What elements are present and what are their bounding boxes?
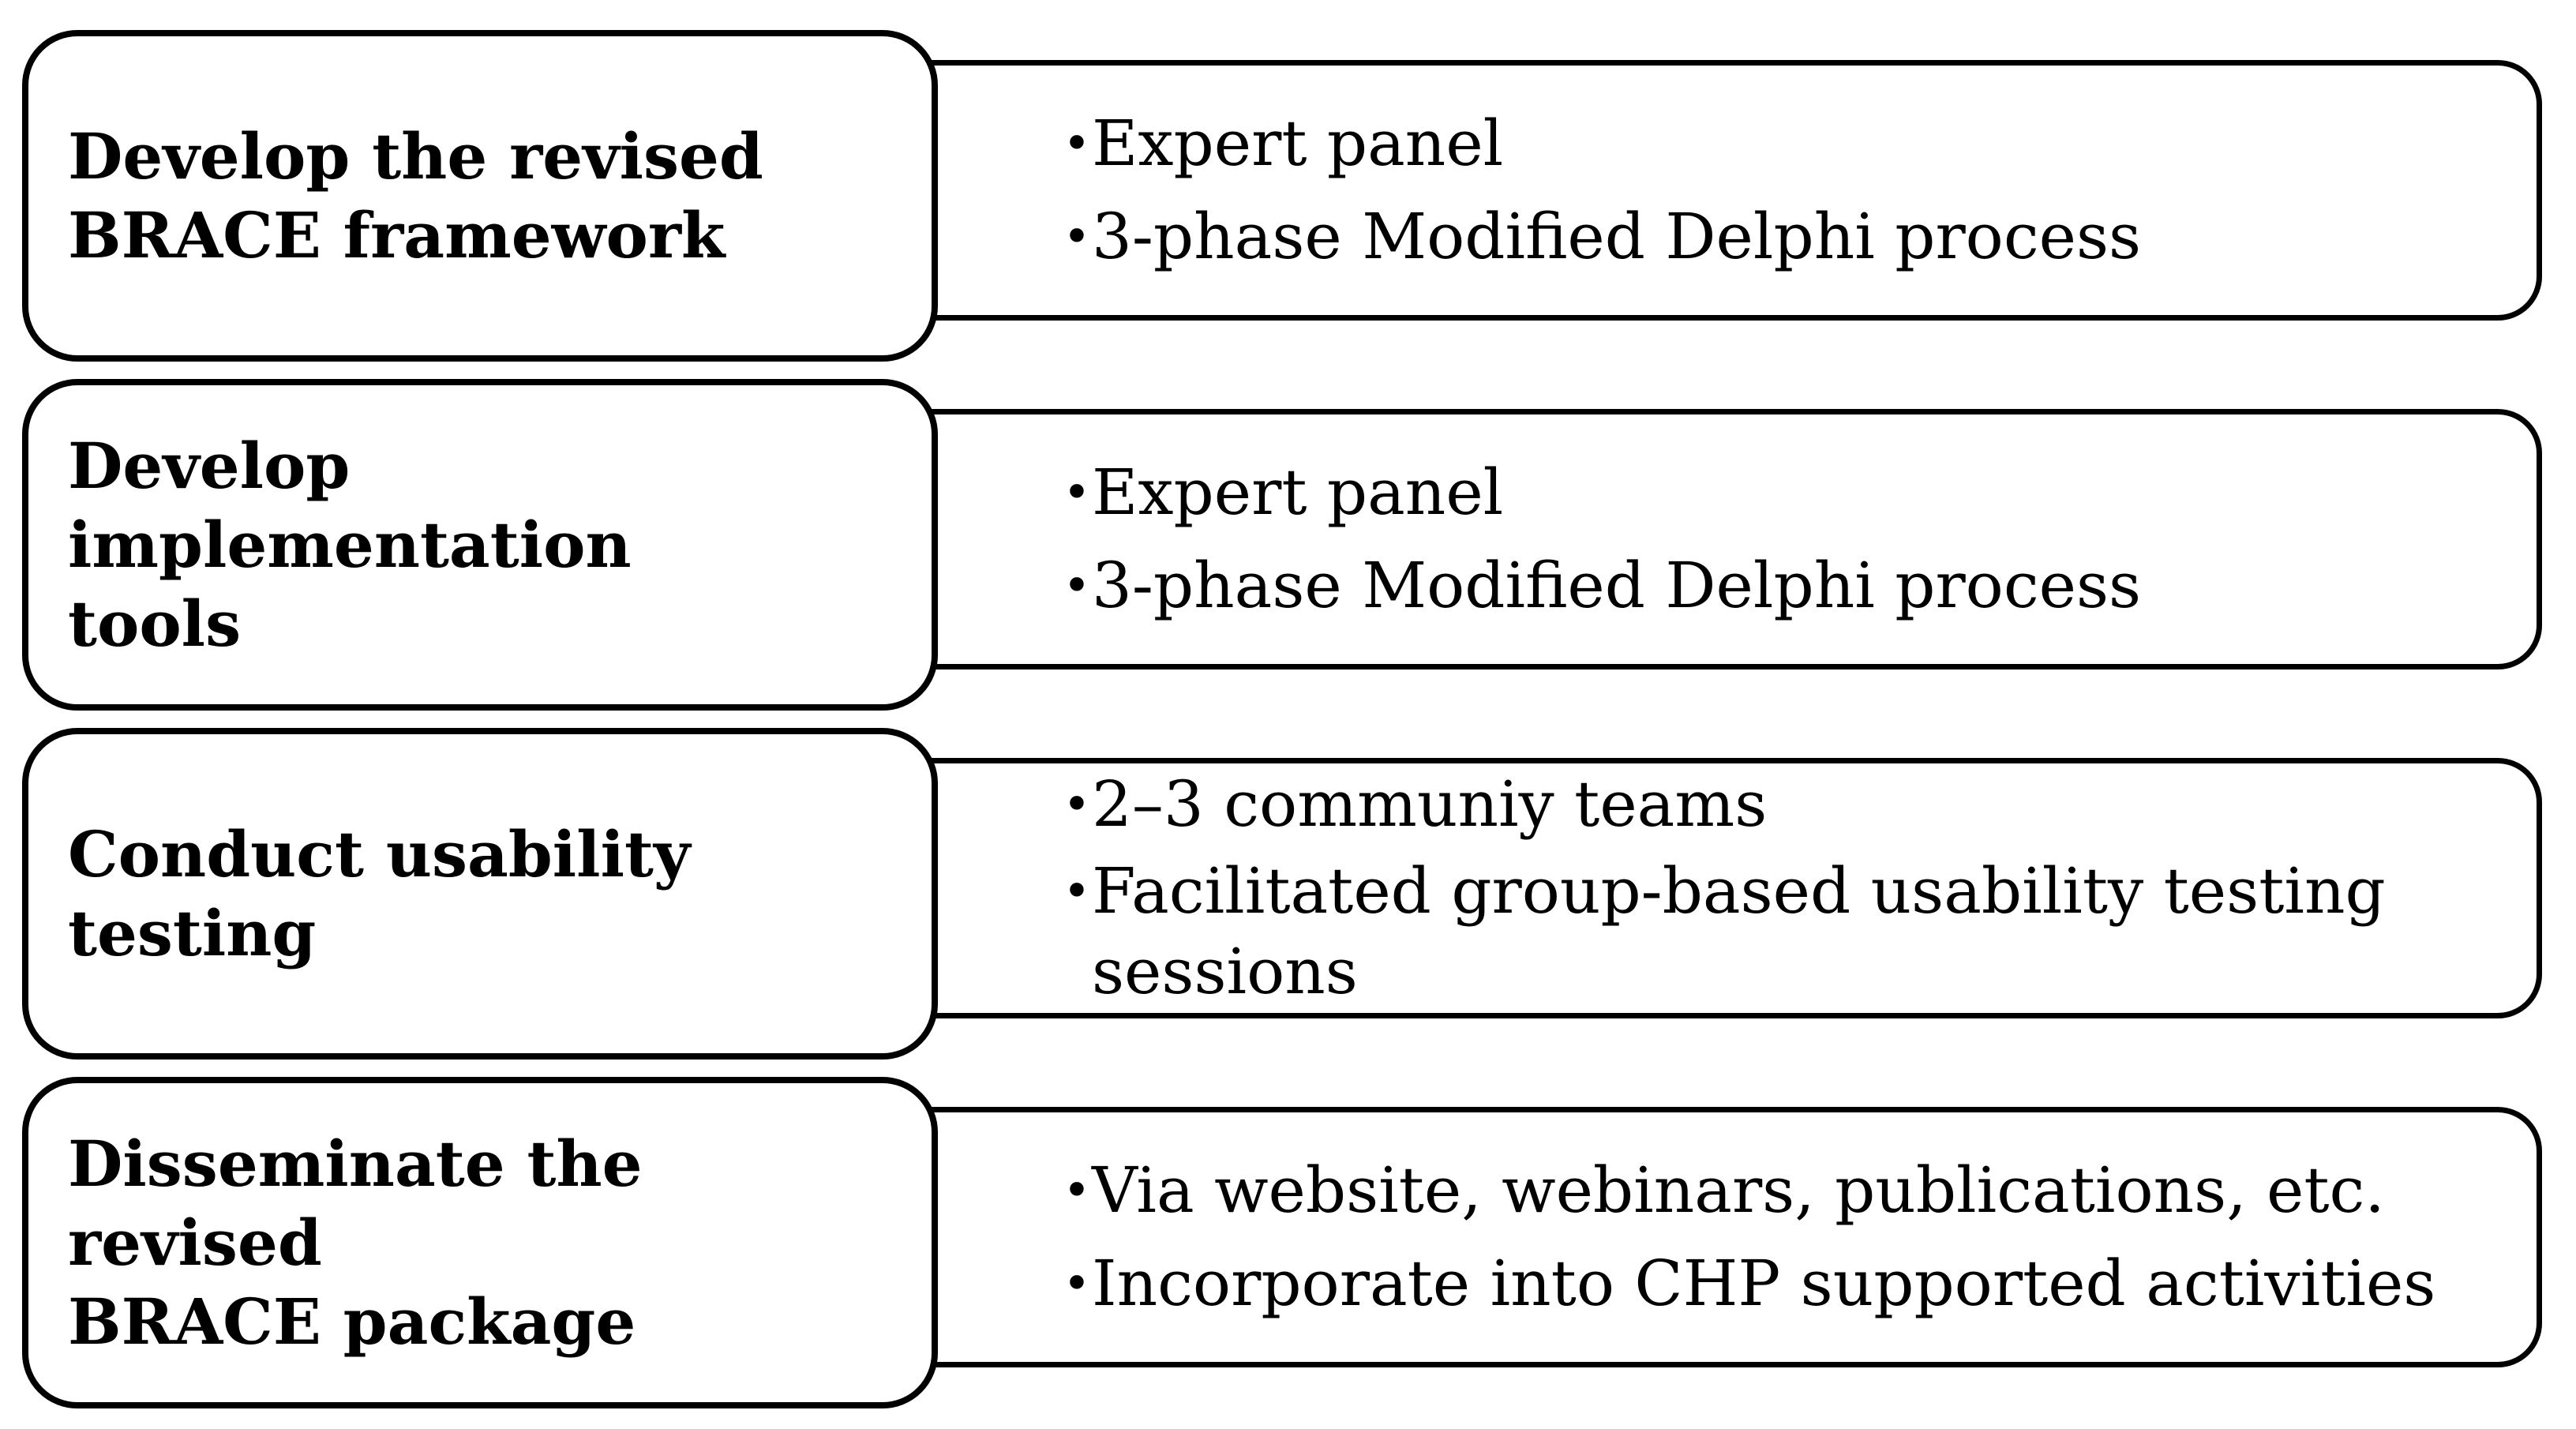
bullet-text: 3-phase Modified Delphi process [1092,200,2142,273]
bullet-icon: • [1063,1163,1091,1218]
bullet-text: Expert panel [1092,456,1504,529]
step-bullets-1: • Expert panel • 3-phase Modified Delphi… [1062,60,2507,321]
step-bullets-2: • Expert panel • 3-phase Modified Delphi… [1062,409,2507,669]
bullet-icon: • [1063,209,1091,264]
bullet-item: • Facilitated group-based usability test… [1062,851,2507,1012]
step-details-box-3 [868,758,2542,1018]
bullet-item: • 3-phase Modified Delphi process [1062,546,2507,626]
step-bullets-4: • Via website, webinars, publications, e… [1062,1107,2507,1367]
bullet-text: 2–3 communiy teams [1092,767,1768,841]
step-row-3: Conduct usability testing • 2–3 communiy… [0,728,2576,1060]
step-box-1: Develop the revised BRACE framework [22,30,938,362]
step-details-box-4 [868,1107,2542,1367]
step-box-2: Develop implementation tools [22,379,938,711]
bullet-text: Expert panel [1092,107,1504,180]
bullet-item: • Incorporate into CHP supported activit… [1062,1243,2507,1324]
bullet-item: • Expert panel [1062,452,2507,533]
step-bullets-3: • 2–3 communiy teams • Facilitated group… [1062,758,2507,1018]
bullet-item: • Via website, webinars, publications, e… [1062,1150,2507,1231]
step-row-2: Develop implementation tools • Expert pa… [0,379,2576,711]
bullet-item: • Expert panel [1062,103,2507,184]
bullet-icon: • [1063,1256,1091,1311]
step-box-4: Disseminate the revised BRACE package [22,1077,938,1408]
step-row-4: Disseminate the revised BRACE package • … [0,1077,2576,1408]
bullet-text: Facilitated group-based usability testin… [1092,854,2386,1008]
bullet-item: • 3-phase Modified Delphi process [1062,197,2507,277]
bullet-text: 3-phase Modified Delphi process [1092,549,2142,622]
step-title-2: Develop implementation tools [68,429,632,661]
step-details-box-1 [868,60,2542,321]
bullet-icon: • [1063,558,1091,613]
step-title-3: Conduct usability testing [68,817,691,970]
step-title-4: Disseminate the revised BRACE package [68,1127,643,1359]
step-details-box-2 [868,409,2542,669]
bullet-item: • 2–3 communiy teams [1062,764,2507,845]
bullet-icon: • [1063,465,1091,520]
bullet-text: Incorporate into CHP supported activitie… [1092,1247,2436,1320]
bullet-text: Via website, webinars, publications, etc… [1092,1153,2385,1227]
bullet-icon: • [1063,777,1091,832]
step-row-1: Develop the revised BRACE framework • Ex… [0,30,2576,362]
step-box-3: Conduct usability testing [22,728,938,1060]
bullet-icon: • [1063,116,1091,171]
bullet-icon: • [1063,864,1091,919]
step-title-1: Develop the revised BRACE framework [68,119,763,272]
